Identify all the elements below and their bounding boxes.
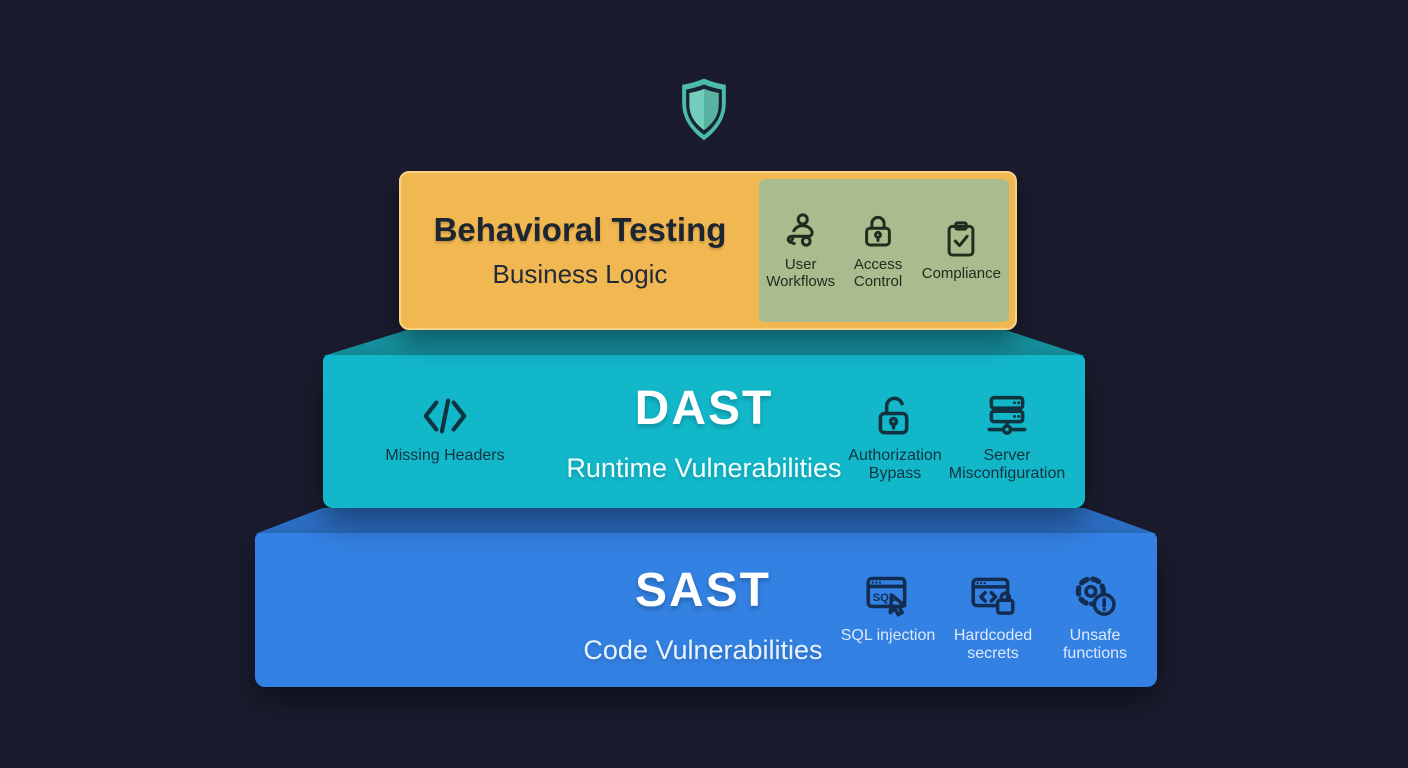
sast-item-unsafe-functions: Unsafe functions	[1037, 571, 1153, 663]
behavioral-subtitle: Business Logic	[492, 259, 668, 289]
gear-warning-icon	[1070, 571, 1120, 621]
sast-layer-bevel	[255, 508, 1157, 534]
sast-subtitle: Code Vulnerabilities	[583, 635, 823, 665]
sast-item-hardcoded-secrets: Hardcoded secrets	[935, 571, 1051, 663]
dast-item-label: Missing Headers	[385, 447, 505, 464]
behavioral-item-access-control: Access Control	[842, 210, 913, 291]
shield-icon	[676, 77, 732, 143]
dast-title: DAST	[634, 382, 774, 435]
dast-item-server-misconfiguration: Server Misconfiguration	[931, 391, 1083, 483]
code-brackets-icon	[420, 391, 470, 441]
behavioral-item-label: Access Control	[853, 256, 903, 290]
behavioral-item-label: Compliance	[921, 264, 1001, 282]
dast-item-missing-headers: Missing Headers	[385, 391, 505, 465]
dast-item-label: Server Misconfiguration	[948, 447, 1066, 482]
open-lock-icon	[870, 391, 920, 441]
dast-layer-bevel	[323, 330, 1085, 356]
behavioral-title: Behavioral Testing	[433, 211, 727, 248]
sast-item-label: Unsafe functions	[1062, 627, 1128, 662]
sql-window-icon: SQL	[863, 571, 913, 621]
sast-title: SAST	[634, 564, 771, 617]
behavioral-item-compliance: Compliance	[914, 219, 1009, 283]
sast-item-label: Hardcoded secrets	[953, 627, 1033, 662]
user-workflows-icon	[780, 210, 822, 252]
access-control-icon	[857, 210, 899, 252]
dast-subtitle: Runtime Vulnerabilities	[566, 453, 842, 483]
compliance-icon	[940, 219, 982, 261]
sast-item-sql-injection: SQL SQL injection	[830, 571, 946, 645]
behavioral-text-block: Behavioral Testing Business Logic	[401, 173, 759, 328]
code-lock-icon	[968, 571, 1018, 621]
behavioral-testing-layer: Behavioral Testing Business Logic User W…	[399, 171, 1017, 330]
dast-item-authorization-bypass: Authorization Bypass	[825, 391, 965, 483]
behavioral-item-label: User Workflows	[766, 256, 836, 290]
dast-layer: DAST Runtime Vulnerabilities Missing Hea…	[323, 355, 1085, 508]
sast-layer: SAST Code Vulnerabilities SQL SQL inject…	[255, 533, 1157, 687]
behavioral-item-user-workflows: User Workflows	[759, 210, 842, 291]
server-icon	[982, 391, 1032, 441]
sql-icon-text: SQL	[873, 592, 896, 604]
dast-item-label: Authorization Bypass	[848, 447, 942, 482]
behavioral-icons-panel: User Workflows Access Control	[759, 179, 1009, 322]
sast-item-label: SQL injection	[840, 627, 936, 644]
